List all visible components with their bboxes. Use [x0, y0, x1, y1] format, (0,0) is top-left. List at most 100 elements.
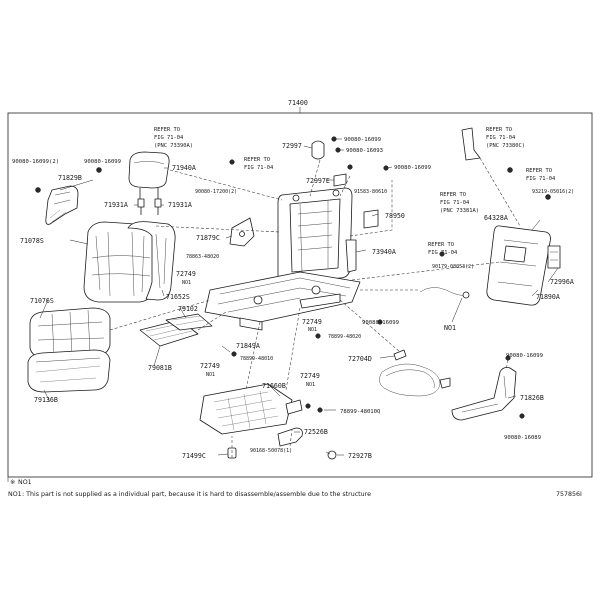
svg-text:REFER TO: REFER TO — [486, 127, 512, 133]
label-71940a: 71940A — [172, 164, 196, 172]
label-73940a: 73940A — [372, 248, 396, 256]
headrest-guide-right — [154, 198, 162, 215]
label-91583-80610: 91583-80610 — [354, 189, 387, 195]
bolt-center-1 — [331, 136, 337, 142]
label-71829b: 71829B — [58, 174, 82, 182]
label-64328a: 64328A — [484, 214, 508, 222]
svg-text:FIG 71-04: FIG 71-04 — [440, 200, 469, 206]
svg-text:(PNC 73390A): (PNC 73390A) — [154, 143, 193, 149]
label-90080-17200-2: 90080-17200(2) — [195, 189, 237, 195]
label-90080-16099-c: 90080-16099 — [362, 320, 399, 326]
svg-text:REFER TO: REFER TO — [440, 192, 466, 198]
bolt-center-4 — [383, 165, 389, 171]
label-71879c: 71879C — [196, 234, 220, 242]
seat-track-frame — [204, 271, 361, 331]
bolt-center-9 — [305, 403, 311, 409]
svg-text:FIG 71-04: FIG 71-04 — [154, 135, 183, 141]
label-90080-16093: 90080-16093 — [346, 148, 383, 154]
headrest-guide-left — [137, 198, 145, 215]
label-90080-16099-top: 90080-16099 — [344, 137, 381, 143]
svg-text:REFER TO: REFER TO — [244, 157, 270, 163]
bolt-center-3 — [347, 164, 353, 170]
note-label: NO1 — [8, 491, 22, 498]
label-71078s: 71078S — [20, 237, 44, 245]
seatback-pad-71652s — [127, 221, 176, 301]
label-72749-b: 72749 — [200, 362, 220, 370]
ref-block-mid-2: REFER TO FIG 71-04 — [428, 242, 457, 256]
cap-72927b — [327, 450, 337, 460]
belt-anchor-right — [461, 127, 481, 161]
ref-block-mid: REFER TO FIG 71-04 (PNC 73381A) — [440, 192, 479, 214]
label-79136b: 79136B — [34, 396, 58, 404]
seat-cushion-pad-79136b — [27, 349, 111, 393]
ref-block-top-right: REFER TO FIG 71-04 (PNC 73380C) — [486, 127, 525, 149]
lever-73940a — [345, 239, 357, 273]
label-78899-48010: 78899-48010 — [240, 356, 273, 362]
label-72997e: 72997E — [306, 177, 330, 185]
bolt-center-6 — [315, 333, 321, 339]
label-71890a: 71890A — [536, 293, 560, 301]
screw-left-2 — [96, 167, 102, 173]
part-78950 — [363, 209, 379, 229]
side-shield-71826b — [451, 367, 517, 421]
cushion-frame-71660b — [199, 383, 303, 435]
assembly-number: 71400 — [288, 99, 308, 107]
leader-lines — [39, 138, 559, 456]
label-90080-16099-2: 90080-16099(2) — [12, 159, 59, 165]
label-71499c: 71499C — [182, 452, 206, 460]
label-72749-a-sub: NO1 — [308, 327, 317, 333]
board-79102 — [165, 313, 213, 331]
legend-symbol: ※ — [10, 479, 15, 486]
label-71849a: 71849A — [236, 342, 260, 350]
label-72749-no1: 72749 — [176, 270, 196, 278]
side-cover-71829b — [45, 185, 79, 225]
label-72749-a: 72749 — [302, 318, 322, 326]
svg-text:REFER TO: REFER TO — [526, 168, 552, 174]
svg-text:FIG 71-04: FIG 71-04 — [526, 176, 555, 182]
svg-text:FIG 71-04: FIG 71-04 — [428, 250, 457, 256]
label-72526b: 72526B — [304, 428, 328, 436]
clip-right-2 — [545, 194, 551, 200]
headrest-part — [128, 151, 170, 199]
bracket-71879c — [229, 217, 255, 247]
label-71931a-right: 71931A — [168, 201, 192, 209]
label-78950: 78950 — [385, 212, 405, 220]
label-90179-08053-2: 90179-08053(2) — [432, 264, 474, 270]
hinge-72996a — [547, 245, 561, 269]
bolt-right-2 — [519, 413, 525, 419]
svg-text:(PNC 73380C): (PNC 73380C) — [486, 143, 525, 149]
svg-text:FIG 71-04: FIG 71-04 — [244, 165, 273, 171]
hook-72997 — [311, 140, 325, 160]
label-72749-c-sub: NO1 — [306, 382, 315, 388]
bolt-center-5 — [229, 159, 235, 165]
label-72996a: 72996A — [550, 278, 574, 286]
label-72997: 72997 — [282, 142, 302, 150]
label-90080-16089: 90080-16089 — [504, 435, 541, 441]
label-78863-48020: 78863-48020 — [186, 254, 219, 260]
label-90080-16099-left: 90080-16099 — [84, 159, 121, 165]
svg-text:REFER TO: REFER TO — [428, 242, 454, 248]
bolt-center-10 — [317, 407, 323, 413]
label-90168-50078-1: 90168-50078(1) — [250, 448, 292, 454]
ref-block-top-left-2: REFER TO FIG 71-04 — [244, 157, 273, 171]
label-78899-48020: 78899-48020 — [328, 334, 361, 340]
seatback-frame — [277, 187, 353, 283]
label-72927b: 72927B — [348, 452, 372, 460]
ref-block-top-left: REFER TO FIG 71-04 (PNC 73390A) — [154, 127, 193, 149]
cable-72704d — [379, 349, 451, 397]
bolt-right-3 — [439, 251, 445, 257]
seatback-cover-71078s — [83, 221, 156, 303]
label-no1: NO1 — [444, 324, 456, 332]
screw-left-1 — [35, 187, 41, 193]
bolt-center-7 — [377, 319, 383, 325]
label-93219-05016-2: 93219-05016(2) — [532, 189, 574, 195]
bolt-center-8 — [231, 351, 237, 357]
label-78899-48010q: 78899-48010Q — [340, 409, 381, 415]
bolt-center-2 — [335, 147, 341, 153]
svg-text:(PNC 73381A): (PNC 73381A) — [440, 208, 479, 214]
label-71826b: 71826B — [520, 394, 544, 402]
hook-72997e — [333, 173, 347, 187]
label-72749-b-sub: NO1 — [206, 372, 215, 378]
label-72704d: 72704D — [348, 355, 372, 363]
